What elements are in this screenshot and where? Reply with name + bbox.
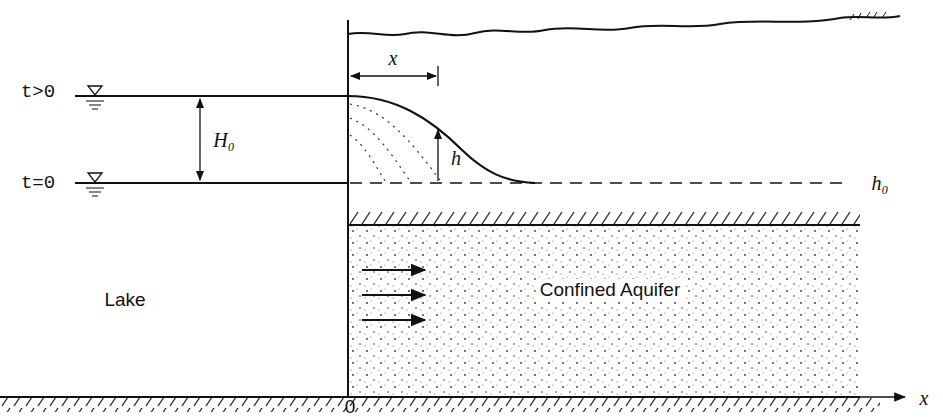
x-dimension (351, 75, 436, 76)
aquifer-top (349, 224, 860, 226)
h0-dimension (199, 99, 200, 180)
origin-label: 0 (345, 397, 356, 417)
flow-arrow (362, 319, 425, 321)
confining-hatch (349, 210, 860, 225)
grass (850, 12, 886, 20)
x-dimension-tick (437, 66, 438, 86)
water-symbol (88, 173, 102, 182)
rise-label: H₀ (213, 129, 234, 151)
h-dimension (437, 130, 438, 181)
distance-label: x (389, 47, 398, 69)
earlier-profile (350, 118, 410, 181)
bottom-hatch (0, 398, 880, 412)
ground-surface (348, 16, 900, 35)
axis-label: x (920, 387, 929, 409)
earlier-profile (350, 135, 385, 181)
initial-head-line (350, 182, 850, 184)
head-profile (348, 96, 535, 183)
x-axis-arrow (860, 396, 905, 398)
aquifer-fill (349, 226, 860, 396)
aquifer-bottom (0, 396, 860, 398)
aquifer-label: Confined Aquifer (536, 279, 685, 302)
water-symbol (86, 101, 104, 109)
initial-head-label: h₀ (872, 172, 889, 194)
head-label: h (451, 147, 461, 169)
water-level-initial (75, 182, 348, 184)
earlier-profile (350, 104, 440, 180)
time-label: t=0 (21, 173, 55, 194)
water-level-late (75, 95, 348, 97)
boundary-wall (347, 20, 349, 397)
lake-label: Lake (104, 290, 145, 311)
water-symbol (88, 86, 102, 95)
water-symbol (86, 188, 104, 196)
flow-arrow (362, 294, 425, 296)
time-label: t>0 (21, 82, 55, 103)
flow-arrow (362, 269, 425, 271)
